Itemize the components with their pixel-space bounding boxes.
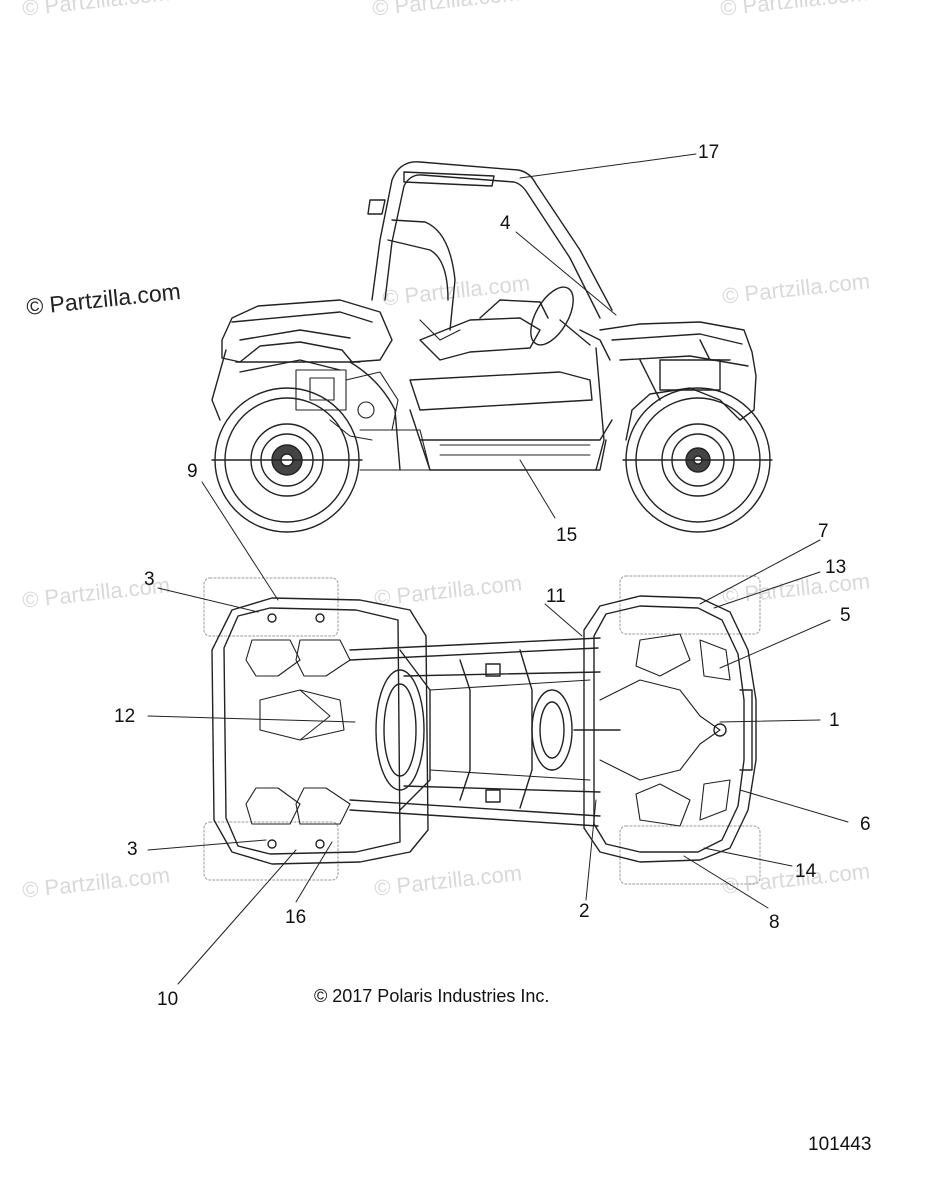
chassis-detail: [295, 319, 461, 471]
seat-and-floor: [409, 299, 613, 471]
callout-3-upper: 3: [144, 569, 155, 590]
side-view-vehicle: [211, 161, 773, 533]
callout-13: 13: [825, 557, 847, 578]
front-wheel: [622, 387, 773, 533]
callout-14: 14: [795, 861, 817, 882]
copyright-notice: © 2017 Polaris Industries Inc.: [314, 986, 550, 1006]
callout-11: 11: [546, 586, 566, 607]
front-hood-top: [583, 595, 757, 863]
callout-9: 9: [187, 461, 198, 482]
callout-5: 5: [840, 605, 851, 626]
front-body: [595, 321, 757, 471]
callout-12: 12: [114, 706, 136, 727]
steering-and-dash: [530, 286, 611, 361]
callout-4: 4: [500, 213, 511, 234]
callout-2: 2: [579, 901, 590, 922]
top-view-vehicle: [203, 575, 761, 885]
roll-cage: [367, 161, 613, 331]
callout-1: 1: [829, 710, 840, 731]
leader-lines: [147, 153, 849, 985]
figure-number: 101443: [808, 1134, 872, 1155]
rear-wheel: [211, 387, 363, 533]
callout-15: 15: [556, 525, 578, 546]
frame-top: [349, 637, 621, 827]
callout-16: 16: [285, 907, 307, 928]
callout-7: 7: [818, 521, 829, 542]
callout-3-lower: 3: [127, 839, 138, 860]
tire-outlines: [203, 575, 761, 885]
callout-10: 10: [157, 989, 179, 1010]
rear-body-top: [211, 597, 429, 865]
callout-6: 6: [860, 814, 871, 835]
callout-17: 17: [698, 142, 720, 163]
rear-body: [211, 299, 401, 471]
callout-8: 8: [769, 912, 780, 933]
